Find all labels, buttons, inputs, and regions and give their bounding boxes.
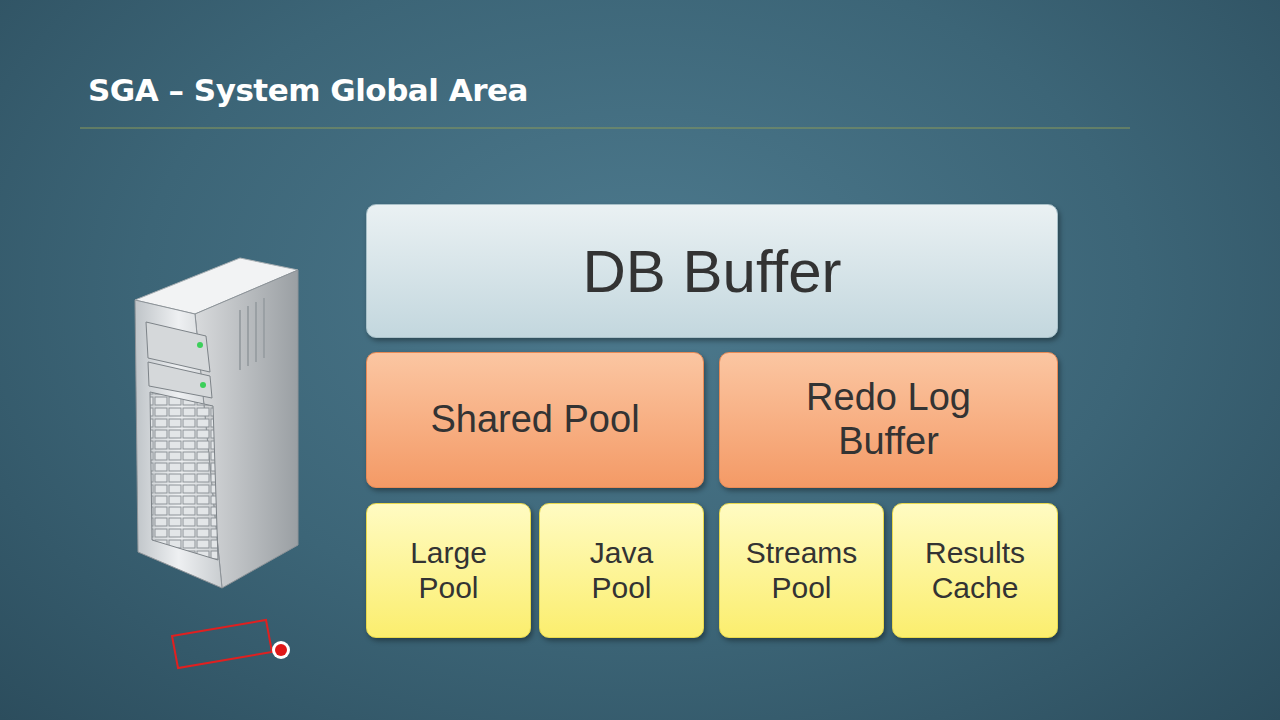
server-icon — [135, 258, 298, 588]
node-label: DB Buffer — [582, 237, 841, 306]
slide-title: SGA – System Global Area — [88, 72, 528, 108]
title-rule — [80, 128, 1130, 129]
node-label: Redo Log Buffer — [779, 376, 999, 463]
node-label: Java Pool — [567, 536, 677, 605]
cursor-mark — [172, 620, 290, 668]
node-label: Streams Pool — [732, 536, 872, 605]
buffer-box: DB Buffer — [366, 204, 1058, 338]
pool-box: Shared Pool — [366, 352, 704, 488]
pool-box: Streams Pool — [719, 503, 884, 638]
node-label: Large Pool — [389, 536, 509, 605]
pool-box: Redo Log Buffer — [719, 352, 1058, 488]
node-label: Shared Pool — [430, 398, 639, 442]
pool-box: Large Pool — [366, 503, 531, 638]
node-label: Results Cache — [905, 536, 1045, 605]
pool-box: Results Cache — [892, 503, 1058, 638]
pool-box: Java Pool — [539, 503, 704, 638]
